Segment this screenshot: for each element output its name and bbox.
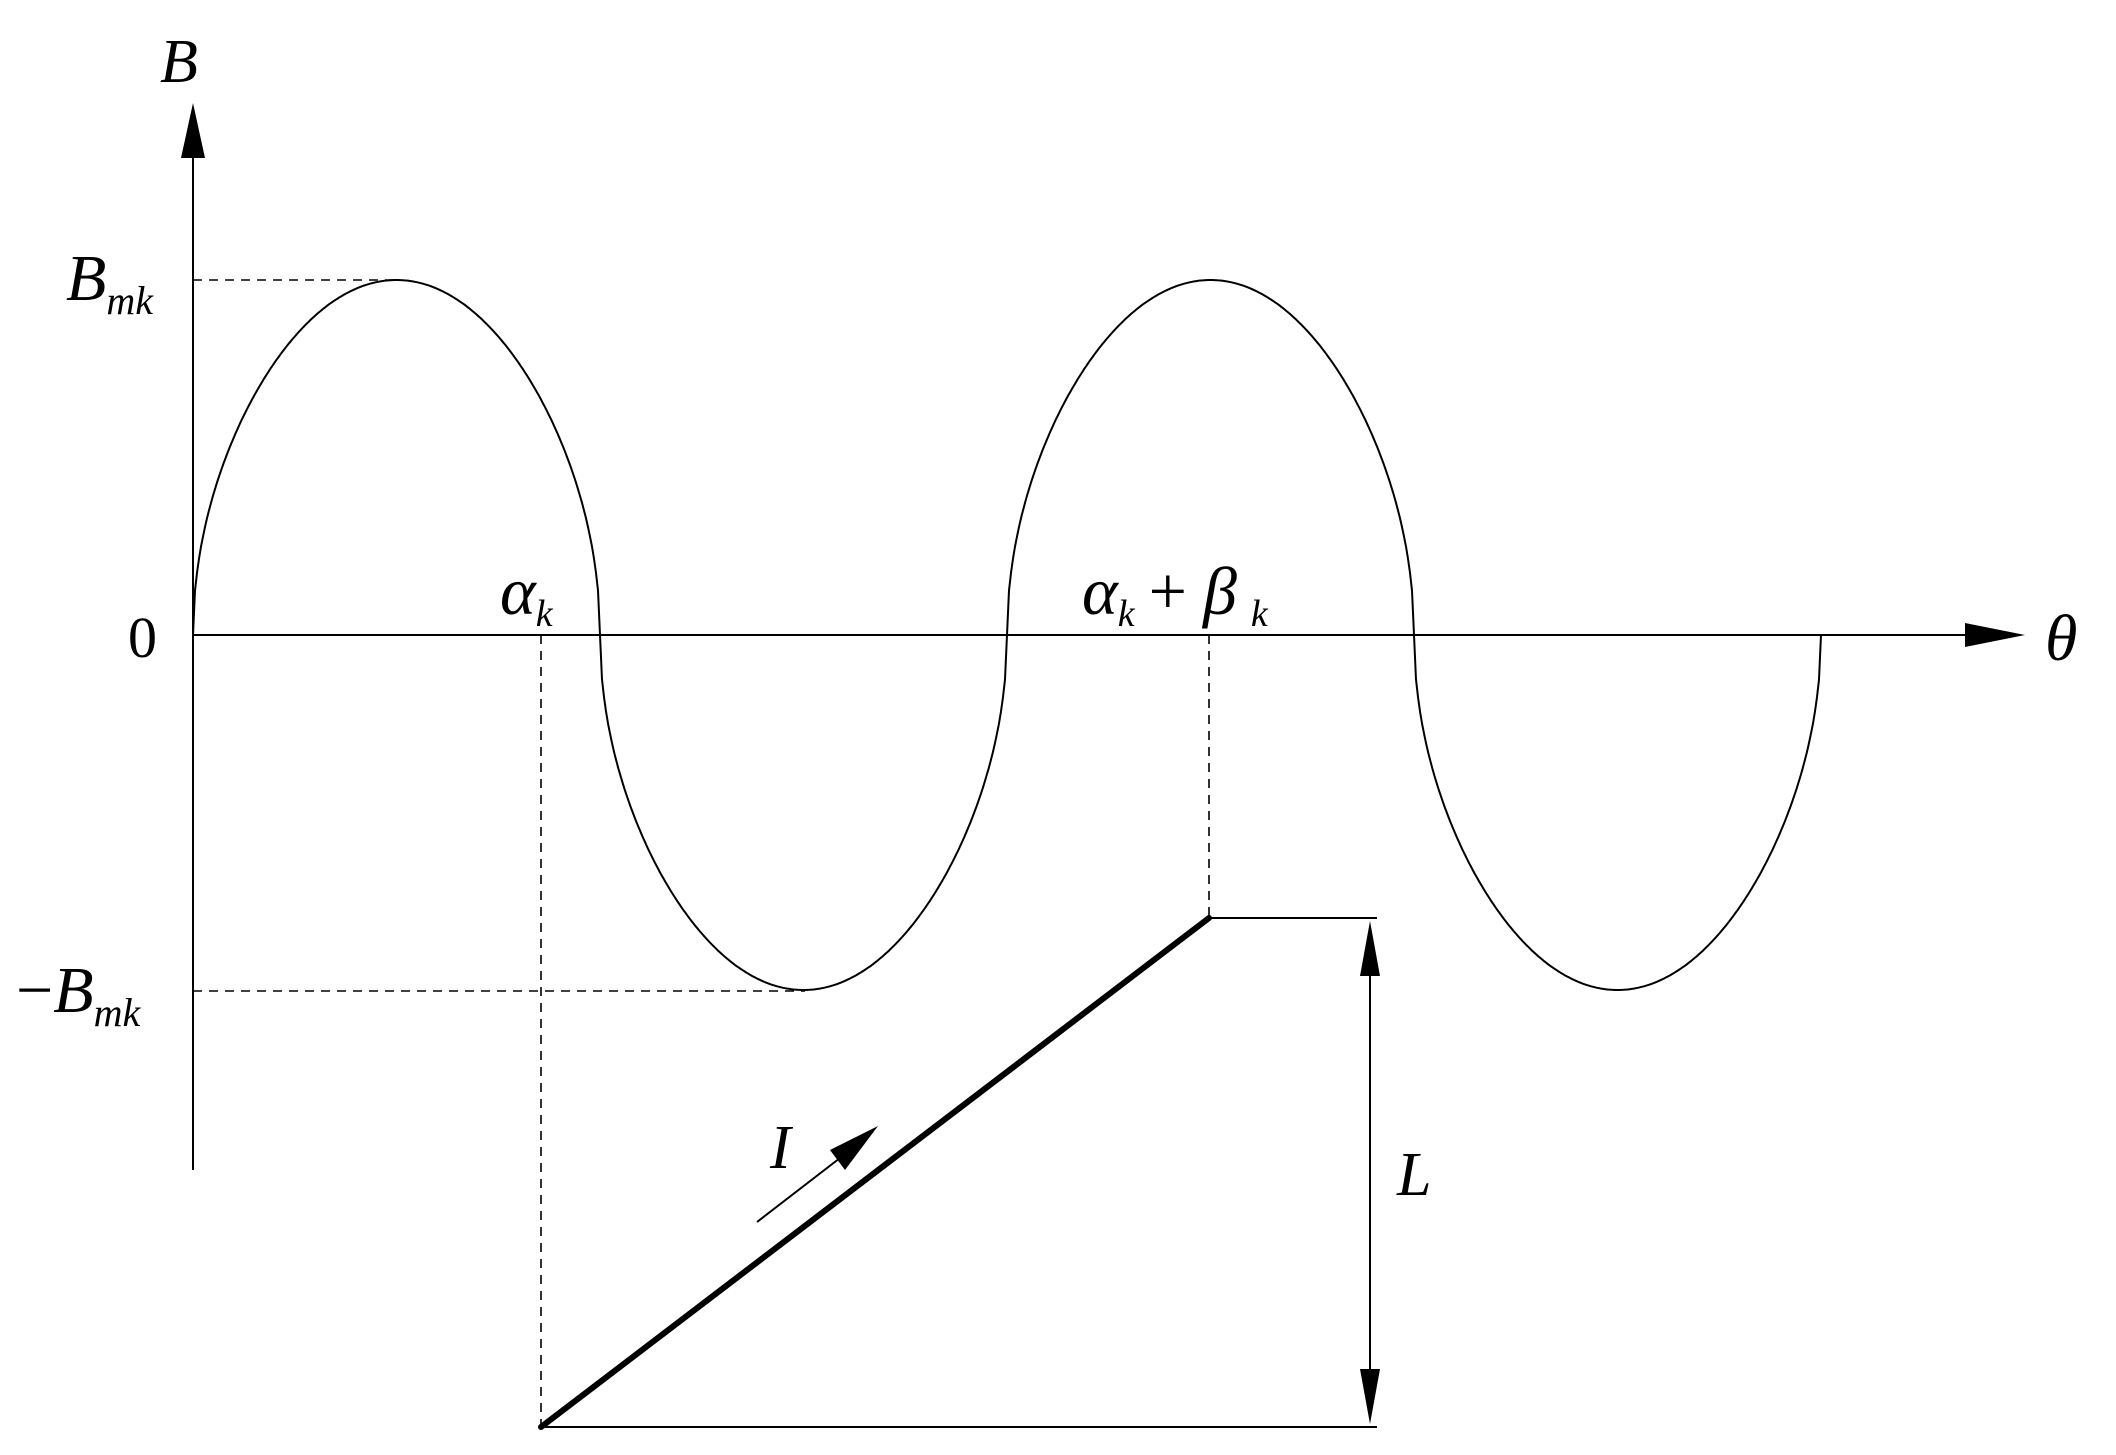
current-arrow-shaft [756,1157,841,1223]
conductor-line [538,915,1212,1430]
y-axis-arrow-icon [181,103,205,158]
length-arrow-down-icon [1360,1369,1380,1424]
peak-label: Bmk [66,242,154,323]
current-label: I [769,1114,794,1182]
x-axis-label: θ [2045,602,2077,675]
length-arrow-up-icon [1360,921,1380,976]
y-axis-label: B [160,28,198,96]
neg-peak-label: −Bmk [16,954,141,1035]
length-label: L [1396,1141,1431,1209]
x-axis-arrow-icon [1965,623,2025,647]
b-waveform [192,279,1822,991]
origin-label: 0 [128,605,157,670]
alpha-label: αk [500,553,554,635]
current-arrow-icon [830,1126,878,1170]
